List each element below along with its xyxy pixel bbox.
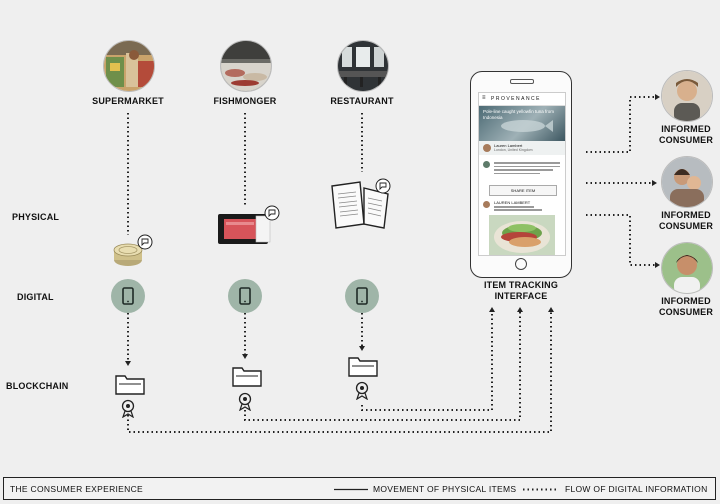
legend-solid-label: MOVEMENT OF PHYSICAL ITEMS (373, 484, 517, 494)
hero-title: Pole-line caught yellowfin tuna from Ind… (483, 109, 555, 120)
author-row: Lauren Lambert London, United Kingdom (479, 141, 565, 155)
consumer-photo-1 (661, 70, 713, 122)
phone-home-button[interactable] (515, 258, 527, 270)
legend-dotted-label: FLOW OF DIGITAL INFORMATION (565, 484, 708, 494)
footer-legend: THE CONSUMER EXPERIENCE MOVEMENT OF PHYS… (3, 477, 716, 500)
author-place: London, United Kingdom (494, 148, 533, 152)
solid-line-key (334, 488, 368, 491)
app-header: ≡ PROVENANCE (479, 93, 565, 106)
menu-book-icon (331, 178, 391, 229)
post-text-line (494, 206, 534, 208)
badge-icon-supermarket (121, 399, 135, 418)
phone-speaker (510, 79, 534, 84)
post-text-line (494, 209, 542, 211)
post-author: LAUREN LAMBERT (494, 200, 531, 205)
post-avatar (483, 201, 490, 208)
phone-screen: ≡ PROVENANCE Pole-line caught yellowfin … (478, 92, 566, 256)
consumer-label-2-line1: INFORMED (661, 210, 711, 220)
badge-icon-fishmonger (238, 392, 252, 411)
row-label-physical: PHYSICAL (12, 212, 60, 222)
dotted-line-key (523, 488, 559, 491)
fish-package-icon (218, 205, 280, 244)
consumer-label-1-line1: INFORMED (661, 124, 711, 134)
consumer-label-1-line2: CONSUMER (658, 135, 714, 145)
source-label-supermarket: SUPERMARKET (92, 96, 164, 106)
digital-phone-icon-fishmonger (228, 279, 262, 313)
description-avatar (483, 161, 490, 168)
consumer-photo-2 (661, 156, 713, 208)
food-photo (489, 215, 555, 255)
folder-icon-supermarket (115, 375, 145, 395)
footer-title: THE CONSUMER EXPERIENCE (10, 484, 144, 494)
fishmonger-photo (220, 40, 272, 92)
phone-caption-line2: INTERFACE (494, 291, 548, 301)
restaurant-photo (337, 40, 389, 92)
share-item-button[interactable]: SHARE ITEM (489, 185, 557, 196)
consumer-label-2-line2: CONSUMER (658, 221, 714, 231)
digital-phone-icon-supermarket (111, 279, 145, 313)
app-brand: PROVENANCE (491, 96, 542, 102)
source-label-restaurant: RESTAURANT (330, 96, 394, 106)
folder-icon-fishmonger (232, 367, 262, 387)
description-text-lines (494, 160, 560, 176)
folder-icon-restaurant (348, 357, 378, 377)
post-row: LAUREN LAMBERT (479, 199, 565, 213)
author-name: Lauren Lambert (494, 143, 523, 148)
tuna-can-icon (113, 234, 153, 266)
digital-phone-icon-restaurant (345, 279, 379, 313)
phone-device: ≡ PROVENANCE Pole-line caught yellowfin … (470, 71, 572, 278)
description-block (479, 157, 565, 183)
app-menu-icon[interactable]: ≡ (482, 95, 486, 101)
source-label-fishmonger: FISHMONGER (213, 96, 277, 106)
row-label-blockchain: BLOCKCHAIN (6, 381, 69, 391)
hero-image: Pole-line caught yellowfin tuna from Ind… (479, 106, 565, 141)
row-label-digital: DIGITAL (17, 292, 54, 302)
consumer-label-3-line1: INFORMED (661, 296, 711, 306)
supermarket-photo (103, 40, 155, 92)
author-avatar (483, 144, 491, 152)
phone-caption-line1: ITEM TRACKING (483, 280, 559, 290)
consumer-photo-3 (661, 242, 713, 294)
consumer-label-3-line2: CONSUMER (658, 307, 714, 317)
badge-icon-restaurant (355, 381, 369, 400)
